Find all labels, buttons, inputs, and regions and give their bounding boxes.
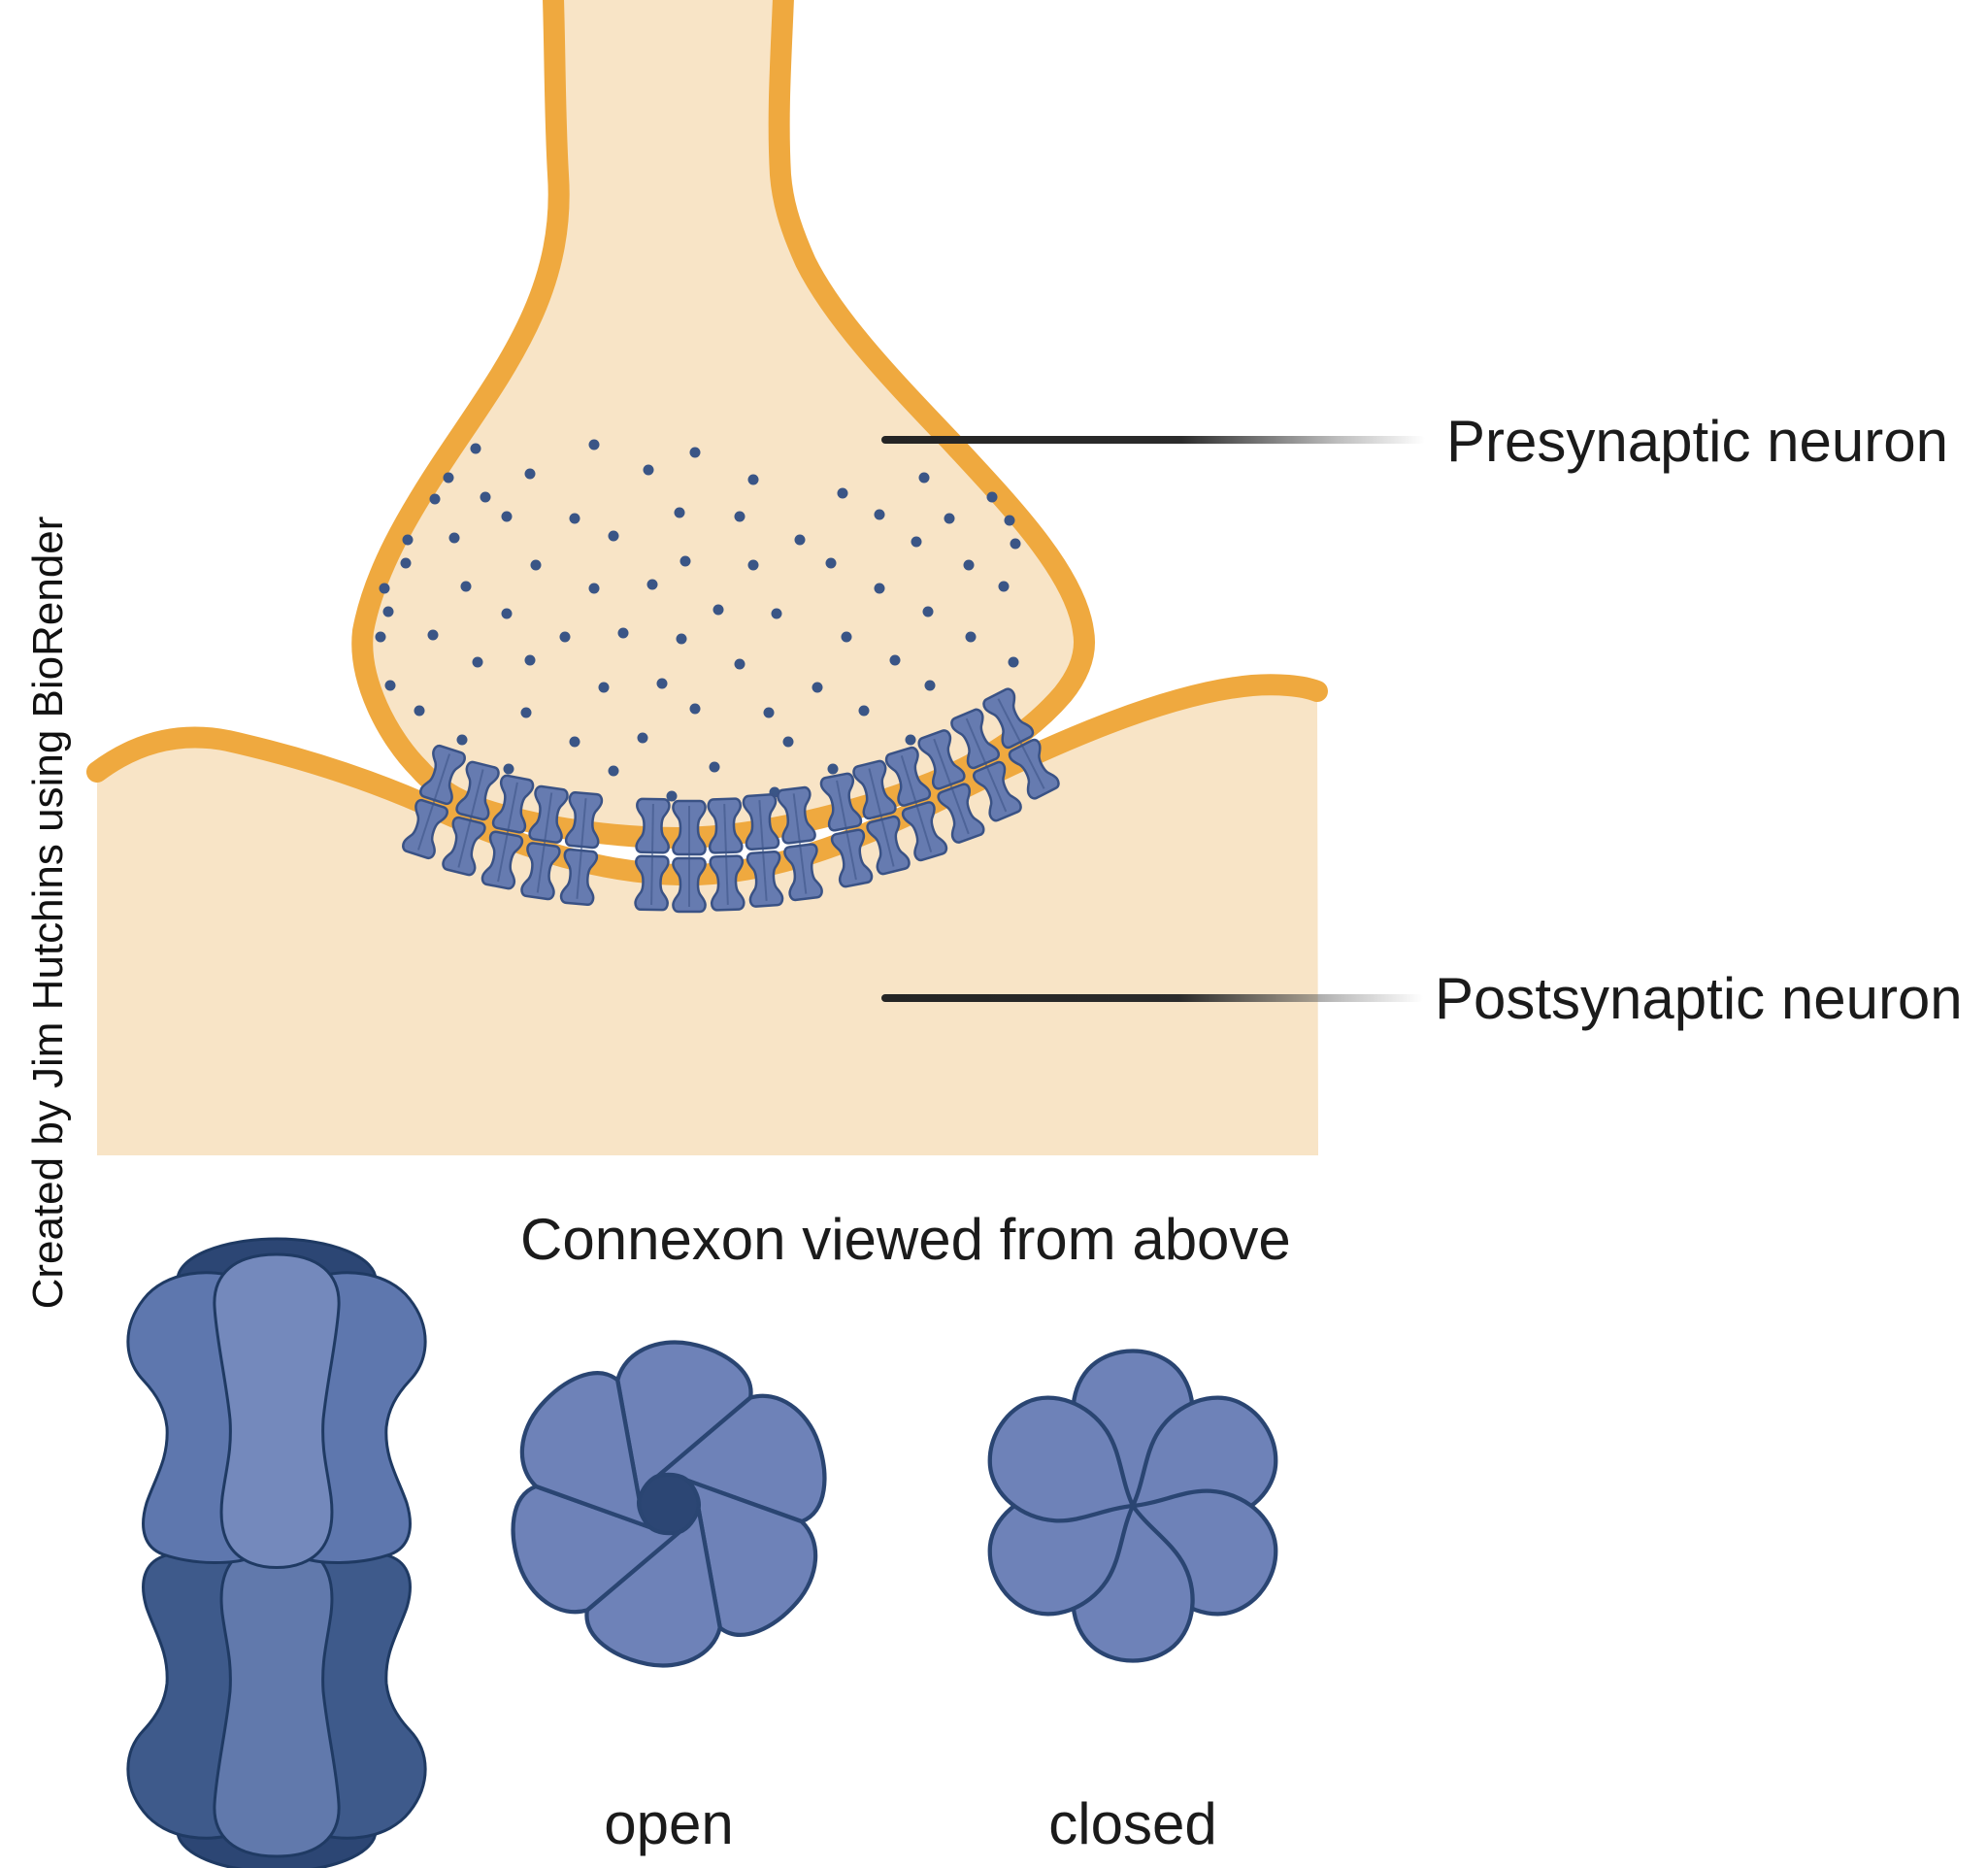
- ion-dot: [689, 447, 701, 458]
- ion-dot: [905, 734, 916, 746]
- ion-dot: [520, 707, 532, 718]
- biorender-credit: Created by Jim Hutchins using BioRender: [24, 516, 72, 1310]
- ion-dot: [712, 604, 724, 616]
- ion-dot: [922, 606, 934, 617]
- ion-dot: [656, 678, 668, 689]
- connexon-side-view: [126, 1237, 427, 1868]
- connexon-open-top-view: [488, 1342, 850, 1665]
- ion-dot: [709, 761, 720, 773]
- open-label: open: [604, 1791, 734, 1856]
- ion-dot: [825, 557, 837, 569]
- ion-dot: [676, 633, 687, 645]
- ion-dot: [480, 491, 491, 503]
- ion-dot: [608, 530, 619, 542]
- postsynaptic-neuron-label: Postsynaptic neuron: [1435, 966, 1963, 1031]
- connexon-side-bottom-half: [126, 1542, 427, 1868]
- ion-dot: [794, 534, 806, 546]
- ion-dot: [911, 536, 922, 548]
- ion-dot: [402, 534, 414, 546]
- ion-dot: [924, 680, 936, 691]
- presynaptic-neuron-label: Presynaptic neuron: [1446, 409, 1948, 474]
- ion-dot: [889, 654, 901, 666]
- ion-dot: [1010, 538, 1021, 550]
- presynaptic-leader-line: [881, 436, 1425, 444]
- ion-dot: [559, 631, 571, 643]
- ion-dot: [689, 703, 701, 715]
- ion-dot: [874, 509, 885, 520]
- ion-dot: [643, 464, 654, 476]
- ion-dot: [414, 705, 425, 717]
- ion-dot: [460, 581, 472, 592]
- ion-dot: [771, 608, 782, 619]
- open-pore: [634, 1469, 704, 1539]
- ion-dot: [986, 491, 998, 503]
- ion-dot: [944, 513, 955, 524]
- ion-dot: [524, 468, 536, 480]
- ion-dot: [841, 631, 852, 643]
- ion-dot: [598, 682, 610, 693]
- ion-dot: [429, 493, 441, 505]
- ion-dot: [443, 472, 454, 484]
- ion-dot: [963, 559, 975, 571]
- gap-junction-channel: [635, 799, 669, 911]
- connexon-side-top-half: [126, 1237, 427, 1569]
- ion-dot: [858, 705, 870, 717]
- ion-dot: [472, 656, 483, 668]
- ion-dot: [1008, 656, 1019, 668]
- ion-dot: [782, 736, 794, 748]
- ion-dot: [998, 581, 1010, 592]
- ion-dot: [812, 682, 823, 693]
- gap-junction-channel: [673, 801, 705, 912]
- ion-dot: [734, 511, 746, 522]
- ion-dot: [379, 583, 390, 594]
- ion-dot: [501, 608, 513, 619]
- ion-dot: [384, 680, 396, 691]
- ion-dot: [747, 474, 759, 485]
- ion-dot: [448, 532, 460, 544]
- ion-dot: [674, 507, 685, 518]
- connexon-closed-top-view: [969, 1351, 1297, 1660]
- ion-dot: [965, 631, 977, 643]
- ion-dot: [608, 765, 619, 777]
- ion-dot: [1004, 515, 1015, 526]
- ion-dot: [501, 511, 513, 522]
- connexon-panel-title: Connexon viewed from above: [520, 1207, 1291, 1272]
- ion-dot: [569, 513, 580, 524]
- ion-dot: [827, 763, 839, 775]
- ion-dots: [375, 439, 1021, 802]
- ion-dot: [375, 631, 386, 643]
- ion-dot: [918, 472, 930, 484]
- ion-dot: [666, 790, 678, 802]
- ion-dot: [646, 579, 658, 590]
- ion-dot: [837, 487, 848, 499]
- ion-dot: [524, 654, 536, 666]
- ion-dot: [400, 557, 412, 569]
- ion-dot: [747, 559, 759, 571]
- ion-dot: [569, 736, 580, 748]
- ion-dot: [617, 627, 629, 639]
- ion-dot: [679, 555, 691, 567]
- ion-dot: [503, 763, 514, 775]
- ion-dot: [456, 734, 468, 746]
- ion-dot: [588, 439, 600, 450]
- ion-dot: [763, 707, 775, 718]
- closed-label: closed: [1048, 1791, 1217, 1856]
- ion-dot: [637, 732, 648, 744]
- ion-dot: [427, 629, 439, 641]
- ion-dot: [874, 583, 885, 594]
- ion-dot: [588, 583, 600, 594]
- ion-dot: [530, 559, 542, 571]
- postsynaptic-leader-line: [881, 994, 1423, 1002]
- ion-dot: [470, 443, 481, 454]
- ion-dot: [382, 606, 394, 617]
- ion-dot: [734, 658, 746, 670]
